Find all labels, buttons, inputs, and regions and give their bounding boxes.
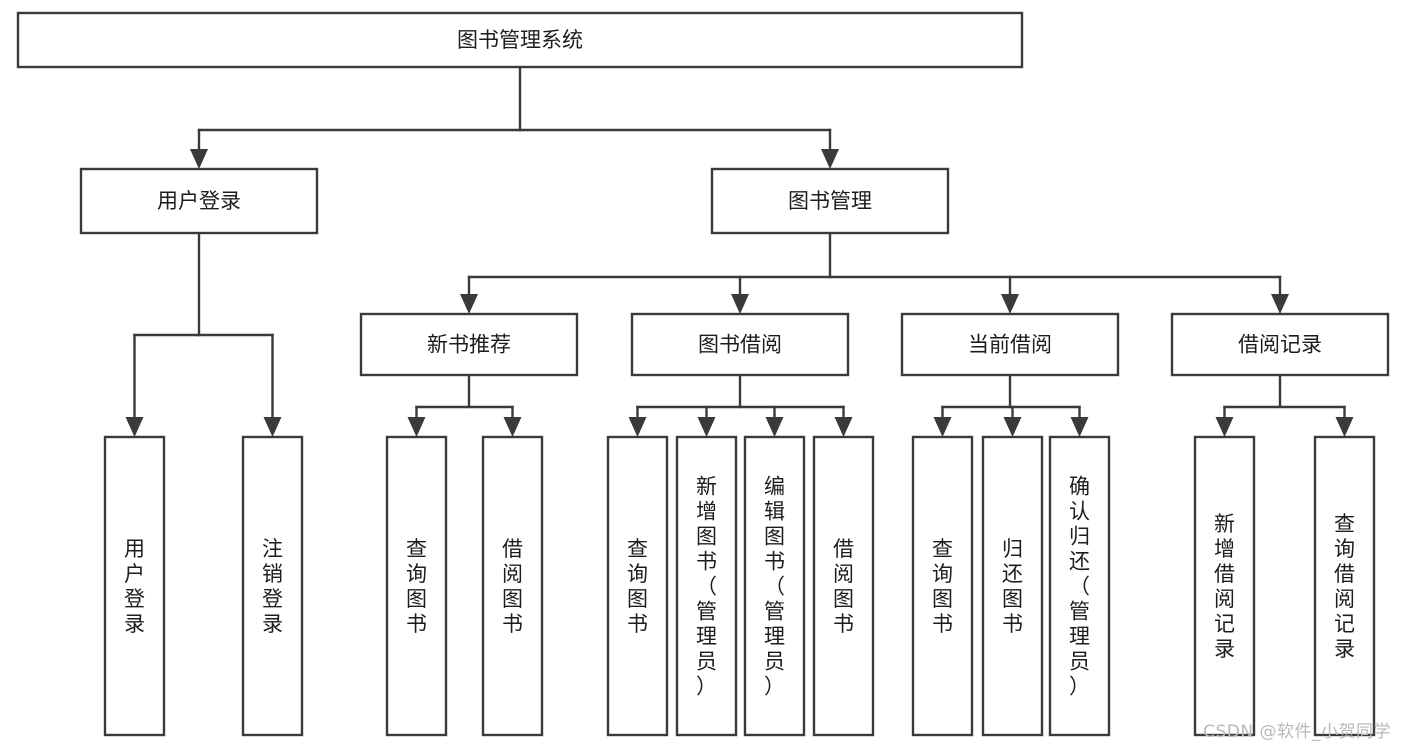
node-leaf-add-borrow-record[interactable]: 新增借阅记录 bbox=[1193, 435, 1256, 737]
arrow-head-book-borrow-0 bbox=[628, 417, 647, 437]
node-box-book-manage bbox=[710, 167, 950, 235]
arrow-head-book-borrow-3 bbox=[834, 417, 853, 437]
node-current-borrow[interactable]: 当前借阅 bbox=[900, 312, 1120, 377]
node-label-leaf-query-book-2: 查询图书 bbox=[627, 537, 648, 636]
arrow-head-book-manage-0 bbox=[460, 294, 478, 314]
node-book-manage[interactable]: 图书管理 bbox=[710, 167, 950, 235]
arrow-head-new-book-rec-1 bbox=[503, 417, 522, 437]
arrow-head-user-login-1 bbox=[263, 417, 282, 437]
arrow-head-book-manage-2 bbox=[1001, 294, 1019, 314]
node-label-current-borrow: 当前借阅 bbox=[968, 333, 1052, 357]
node-box-user-login bbox=[79, 167, 319, 235]
node-leaf-logout-login[interactable]: 注销登录 bbox=[241, 435, 304, 737]
node-leaf-edit-book-admin[interactable]: 编辑图书（管理员） bbox=[743, 435, 806, 737]
node-book-borrow[interactable]: 图书借阅 bbox=[630, 312, 850, 377]
arrow-head-root-0 bbox=[190, 149, 208, 169]
node-leaf-query-borrow-record[interactable]: 查询借阅记录 bbox=[1313, 435, 1376, 737]
arrow-head-book-manage-1 bbox=[731, 294, 749, 314]
arrow-head-current-borrow-0 bbox=[933, 417, 952, 437]
node-label-leaf-borrow-book-2: 借阅图书 bbox=[833, 537, 854, 636]
node-leaf-query-book-1[interactable]: 查询图书 bbox=[385, 435, 448, 737]
node-box-leaf-user-login bbox=[103, 435, 166, 737]
arrow-head-book-borrow-2 bbox=[765, 417, 784, 437]
node-root[interactable]: 图书管理系统 bbox=[16, 11, 1024, 69]
arrow-head-current-borrow-1 bbox=[1003, 417, 1022, 437]
node-box-book-borrow bbox=[630, 312, 850, 377]
node-label-leaf-borrow-book-1: 借阅图书 bbox=[502, 537, 523, 636]
node-label-leaf-confirm-return-admin: 确认归还（管理员） bbox=[1069, 475, 1090, 699]
node-box-leaf-add-borrow-record bbox=[1193, 435, 1256, 737]
node-label-leaf-query-book-1: 查询图书 bbox=[406, 537, 427, 636]
node-leaf-confirm-return-admin[interactable]: 确认归还（管理员） bbox=[1048, 435, 1111, 737]
arrow-head-book-borrow-1 bbox=[697, 417, 716, 437]
node-borrow-record[interactable]: 借阅记录 bbox=[1170, 312, 1390, 377]
node-label-leaf-add-book-admin: 新增图书（管理员） bbox=[696, 475, 717, 699]
node-leaf-query-book-3[interactable]: 查询图书 bbox=[911, 435, 974, 737]
arrow-head-borrow-record-0 bbox=[1215, 417, 1234, 437]
node-label-leaf-add-borrow-record: 新增借阅记录 bbox=[1214, 512, 1235, 661]
node-leaf-add-book-admin[interactable]: 新增图书（管理员） bbox=[675, 435, 738, 737]
connector-layer bbox=[125, 65, 1354, 437]
node-label-book-manage: 图书管理 bbox=[788, 189, 872, 213]
node-box-leaf-query-book-2 bbox=[606, 435, 669, 737]
node-box-leaf-edit-book-admin bbox=[743, 435, 806, 737]
node-box-current-borrow bbox=[900, 312, 1120, 377]
node-leaf-return-book[interactable]: 归还图书 bbox=[981, 435, 1044, 737]
arrow-head-borrow-record-1 bbox=[1335, 417, 1354, 437]
node-label-leaf-edit-book-admin: 编辑图书（管理员） bbox=[764, 475, 785, 699]
node-label-leaf-logout-login: 注销登录 bbox=[262, 537, 283, 636]
node-label-root: 图书管理系统 bbox=[457, 28, 583, 52]
arrow-head-root-1 bbox=[821, 149, 839, 169]
node-box-leaf-return-book bbox=[981, 435, 1044, 737]
arrow-head-user-login-0 bbox=[125, 417, 144, 437]
node-label-leaf-user-login: 用户登录 bbox=[124, 537, 145, 636]
node-box-borrow-record bbox=[1170, 312, 1390, 377]
node-box-new-book-rec bbox=[359, 312, 579, 377]
csdn-watermark: CSDN @软件_小贺同学 bbox=[1203, 722, 1391, 742]
node-box-leaf-logout-login bbox=[241, 435, 304, 737]
arrow-head-current-borrow-2 bbox=[1070, 417, 1089, 437]
arrow-head-new-book-rec-0 bbox=[407, 417, 426, 437]
node-new-book-rec[interactable]: 新书推荐 bbox=[359, 312, 579, 377]
arrow-head-book-manage-3 bbox=[1271, 294, 1289, 314]
node-leaf-borrow-book-2[interactable]: 借阅图书 bbox=[812, 435, 875, 737]
node-label-book-borrow: 图书借阅 bbox=[698, 333, 782, 357]
node-box-leaf-query-borrow-record bbox=[1313, 435, 1376, 737]
node-box-leaf-borrow-book-1 bbox=[481, 435, 544, 737]
node-label-borrow-record: 借阅记录 bbox=[1238, 333, 1322, 357]
node-box-leaf-query-book-3 bbox=[911, 435, 974, 737]
node-box-leaf-query-book-1 bbox=[385, 435, 448, 737]
node-label-leaf-return-book: 归还图书 bbox=[1002, 537, 1023, 636]
node-layer: 图书管理系统用户登录图书管理新书推荐图书借阅当前借阅借阅记录用户登录注销登录查询… bbox=[16, 11, 1390, 737]
node-label-user-login: 用户登录 bbox=[157, 189, 241, 213]
node-label-new-book-rec: 新书推荐 bbox=[427, 333, 511, 357]
node-label-leaf-query-borrow-record: 查询借阅记录 bbox=[1334, 512, 1355, 661]
node-label-leaf-query-book-3: 查询图书 bbox=[932, 537, 953, 636]
node-leaf-query-book-2[interactable]: 查询图书 bbox=[606, 435, 669, 737]
node-user-login[interactable]: 用户登录 bbox=[79, 167, 319, 235]
node-box-leaf-add-book-admin bbox=[675, 435, 738, 737]
node-box-leaf-confirm-return-admin bbox=[1048, 435, 1111, 737]
node-leaf-borrow-book-1[interactable]: 借阅图书 bbox=[481, 435, 544, 737]
node-box-root bbox=[16, 11, 1024, 69]
node-leaf-user-login[interactable]: 用户登录 bbox=[103, 435, 166, 737]
node-box-leaf-borrow-book-2 bbox=[812, 435, 875, 737]
